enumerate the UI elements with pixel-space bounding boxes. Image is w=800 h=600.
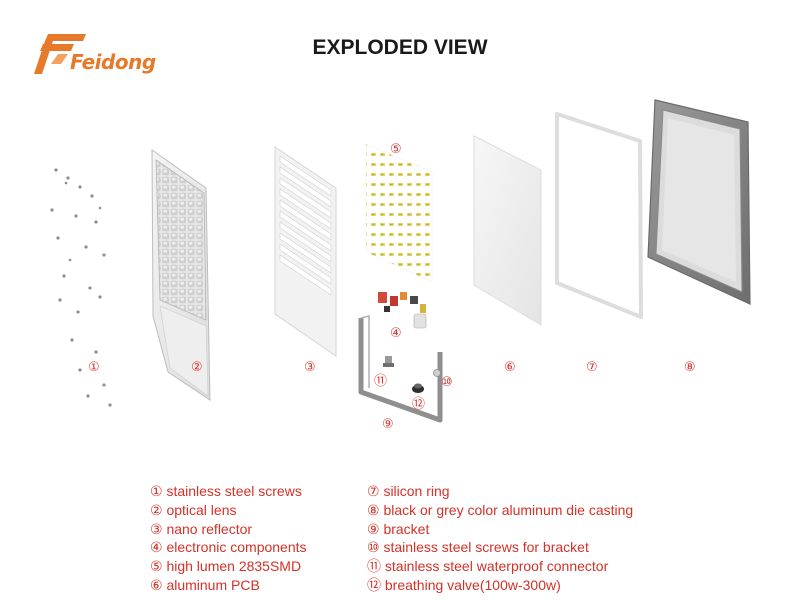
die-casting-housing bbox=[647, 99, 751, 305]
legend-item-2: ② optical lens bbox=[150, 501, 237, 518]
legend-item-8: ⑧ black or grey color aluminum die casti… bbox=[367, 501, 634, 518]
electronic-components bbox=[378, 292, 427, 329]
led-array bbox=[365, 143, 433, 283]
callout-5: ⑤ bbox=[390, 141, 402, 156]
legend-item-4: ④ electronic components bbox=[150, 539, 307, 556]
callout-3: ③ bbox=[304, 359, 316, 374]
brand-name: Feidong bbox=[70, 50, 156, 74]
legend-right: ⑦ silicon ring ⑧ black or grey color alu… bbox=[367, 482, 633, 595]
optical-lens bbox=[151, 149, 211, 401]
legend-item-6: ⑥ aluminum PCB bbox=[150, 576, 260, 593]
callout-9: ⑨ bbox=[382, 416, 394, 431]
legend-item-5: ⑤ high lumen 2835SMD bbox=[150, 558, 302, 575]
breathing-valve bbox=[412, 383, 424, 393]
callout-12: ⑫ bbox=[412, 396, 426, 411]
bracket-screw bbox=[433, 369, 441, 377]
silicon-ring bbox=[555, 112, 643, 319]
callout-11: ⑪ bbox=[374, 373, 388, 388]
legend-item-11: ⑪ stainless steel waterproof connector bbox=[367, 558, 609, 575]
legend-item-3: ③ nano reflector bbox=[150, 520, 253, 537]
legend-item-9: ⑨ bracket bbox=[367, 520, 430, 537]
callout-2: ② bbox=[191, 359, 203, 374]
logo-f-mark bbox=[34, 34, 86, 74]
legend-item-1: ① stainless steel screws bbox=[150, 483, 302, 499]
callout-6: ⑥ bbox=[504, 359, 516, 374]
bracket bbox=[358, 318, 443, 423]
nano-reflector bbox=[274, 146, 337, 357]
callout-8: ⑧ bbox=[684, 359, 696, 374]
stainless-steel-screws bbox=[50, 168, 112, 407]
page-title: EXPLODED VIEW bbox=[312, 36, 488, 59]
legend-item-10: ⑩ stainless steel screws for bracket bbox=[367, 539, 589, 556]
aluminum-pcb bbox=[473, 135, 542, 326]
callout-1: ① bbox=[88, 359, 100, 374]
legend-left: ① stainless steel screws ② optical lens … bbox=[150, 482, 307, 595]
callout-10: ⑩ bbox=[441, 374, 453, 389]
callout-4: ④ bbox=[390, 325, 402, 340]
callout-7: ⑦ bbox=[586, 359, 598, 374]
legend-item-7: ⑦ silicon ring bbox=[367, 483, 450, 499]
feidong-logo: Feidong bbox=[34, 28, 156, 82]
legend-item-12: ⑫ breathing valve(100w-300w) bbox=[367, 576, 561, 593]
waterproof-connector bbox=[383, 356, 394, 367]
